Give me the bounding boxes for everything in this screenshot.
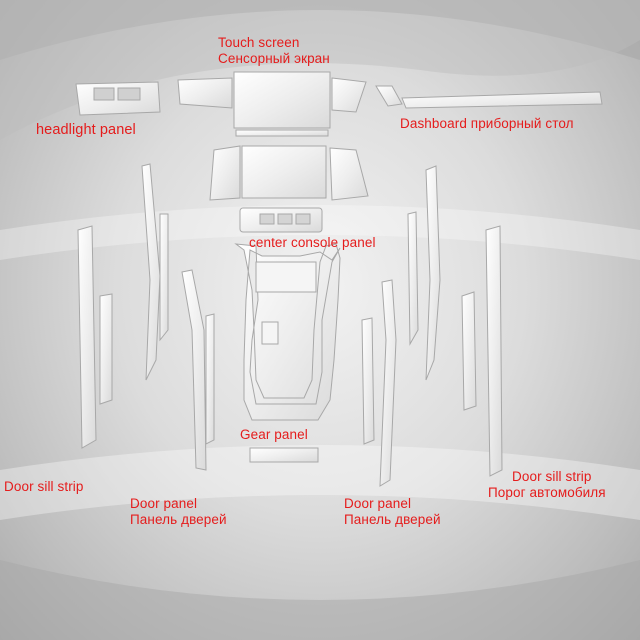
center-console-film (209, 145, 369, 233)
door-panel-right-film (361, 165, 441, 487)
headlight-panel-film (75, 81, 161, 116)
door-sill-right-label: Door sill strip Порог автомобиля (488, 469, 606, 500)
door-sill-left-label: Door sill strip (4, 479, 84, 494)
dashboard-film (375, 85, 603, 109)
touch-screen-label-en: Touch screen (218, 35, 300, 50)
door-panel-left-label: Door panel Панель дверей (130, 496, 227, 527)
door-panel-left-film (141, 163, 215, 471)
door-sill-right-film (461, 225, 503, 477)
gear-panel-film (234, 243, 341, 463)
door-sill-left-film (77, 225, 113, 449)
door-panel-right-label: Door panel Панель дверей (344, 496, 441, 527)
center-console-label: center console panel (249, 235, 376, 250)
touch-screen-film (177, 71, 367, 137)
headlight-panel-label: headlight panel (36, 122, 136, 138)
gear-panel-label: Gear panel (240, 427, 308, 442)
touch-screen-label: Touch screen Сенсорный экран (218, 35, 330, 67)
dashboard-label: Dashboard приборный стол (400, 116, 574, 131)
touch-screen-label-ru: Сенсорный экран (218, 51, 330, 66)
